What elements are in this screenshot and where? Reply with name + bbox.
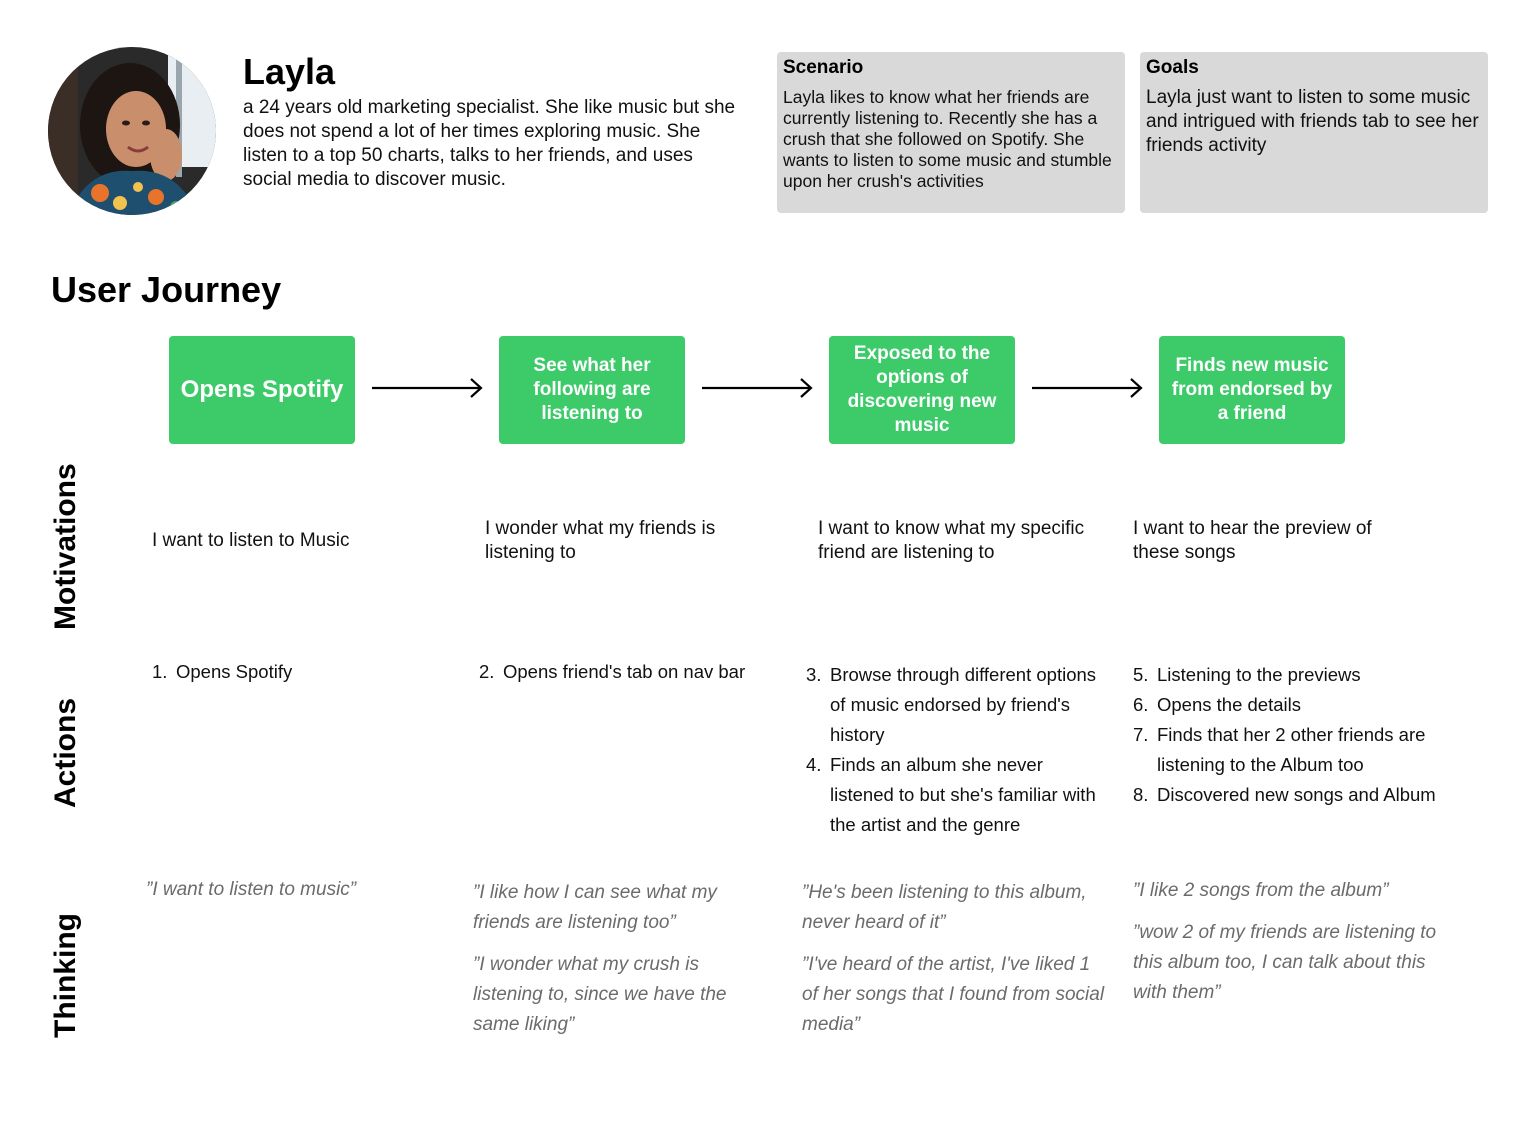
thinking-column-1: ”I want to listen to music”	[146, 875, 446, 905]
action-item: 6. Opens the details	[1133, 690, 1473, 720]
persona-avatar	[48, 47, 216, 215]
journey-step-1: Opens Spotify	[169, 336, 355, 444]
row-label-thinking: Thinking	[49, 913, 82, 1038]
journey-step-2: See what her following are listening to	[499, 336, 685, 444]
scenario-card: Scenario Layla likes to know what her fr…	[777, 52, 1125, 213]
action-text: Finds an album she never listened to but…	[830, 754, 1096, 835]
goals-title: Goals	[1146, 57, 1199, 78]
action-text: Opens Spotify	[176, 661, 293, 682]
thought-quote: ”I've heard of the artist, I've liked 1 …	[802, 954, 1105, 1035]
action-number: 4.	[806, 754, 822, 775]
action-text: Finds that her 2 other friends are liste…	[1157, 724, 1426, 775]
thinking-column-4: ”I like 2 songs from the album” ”wow 2 o…	[1133, 876, 1438, 1008]
motivation-2: I wonder what my friends is listening to	[485, 518, 716, 563]
action-number: 6.	[1133, 694, 1149, 715]
action-text: Opens the details	[1157, 694, 1301, 715]
actions-list-1: 1. Opens Spotify	[152, 657, 452, 687]
actions-list-3: 3. Browse through different options of mu…	[806, 660, 1106, 840]
row-label-actions: Actions	[49, 697, 82, 808]
scenario-body: Layla likes to know what her friends are…	[783, 87, 1112, 191]
action-number: 1.	[152, 661, 168, 682]
user-journey-title: User Journey	[51, 269, 282, 310]
thought-quote: ”I like how I can see what my friends ar…	[473, 882, 717, 933]
action-text: Opens friend's tab on nav bar	[503, 661, 746, 682]
action-number: 2.	[479, 661, 495, 682]
actions-list-2: 2. Opens friend's tab on nav bar	[479, 657, 789, 687]
action-text: Browse through different options of musi…	[830, 664, 1097, 745]
action-item: 4. Finds an album she never listened to b…	[806, 750, 1106, 840]
action-text: Listening to the previews	[1157, 664, 1361, 685]
action-item: 8. Discovered new songs and Album	[1133, 780, 1473, 810]
journey-step-4: Finds new music from endorsed by a frien…	[1159, 336, 1345, 444]
action-number: 3.	[806, 664, 822, 685]
thought-quote: ”He's been listening to this album, neve…	[802, 882, 1087, 933]
action-text: Discovered new songs and Album	[1157, 784, 1436, 805]
arrow-right-icon	[372, 378, 483, 398]
motivation-4: I want to hear the preview of these song…	[1133, 518, 1372, 563]
thinking-column-2: ”I like how I can see what my friends ar…	[473, 878, 763, 1040]
thinking-column-3: ”He's been listening to this album, neve…	[802, 878, 1107, 1040]
action-item: 5. Listening to the previews	[1133, 660, 1473, 690]
goals-card: Goals Layla just want to listen to some …	[1140, 52, 1488, 213]
motivation-1: I want to listen to Music	[152, 530, 350, 551]
motivation-3: I want to know what my specific friend a…	[818, 518, 1085, 563]
thought-quote: ”I wonder what my crush is listening to,…	[473, 954, 727, 1035]
persona-description: a 24 years old marketing specialist. She…	[243, 97, 736, 190]
journey-step-3: Exposed to the options of discovering ne…	[829, 336, 1015, 444]
scenario-title: Scenario	[783, 57, 864, 78]
action-item: 2. Opens friend's tab on nav bar	[479, 657, 789, 687]
row-label-motivations: Motivations	[49, 463, 82, 630]
action-item: 1. Opens Spotify	[152, 657, 452, 687]
thought-quote: ”I want to listen to music”	[146, 879, 357, 900]
arrow-right-icon	[1032, 378, 1143, 398]
action-number: 7.	[1133, 724, 1149, 745]
goals-body: Layla just want to listen to some music …	[1146, 87, 1479, 156]
action-item: 3. Browse through different options of mu…	[806, 660, 1106, 750]
thought-quote: ”I like 2 songs from the album”	[1133, 880, 1389, 901]
arrow-right-icon	[702, 378, 813, 398]
action-number: 5.	[1133, 664, 1149, 685]
action-item: 7. Finds that her 2 other friends are lis…	[1133, 720, 1473, 780]
thought-quote: ”wow 2 of my friends are listening to th…	[1133, 922, 1437, 1003]
actions-list-4: 5. Listening to the previews 6. Opens the …	[1133, 660, 1473, 810]
action-number: 8.	[1133, 784, 1149, 805]
persona-name: Layla	[243, 51, 336, 92]
